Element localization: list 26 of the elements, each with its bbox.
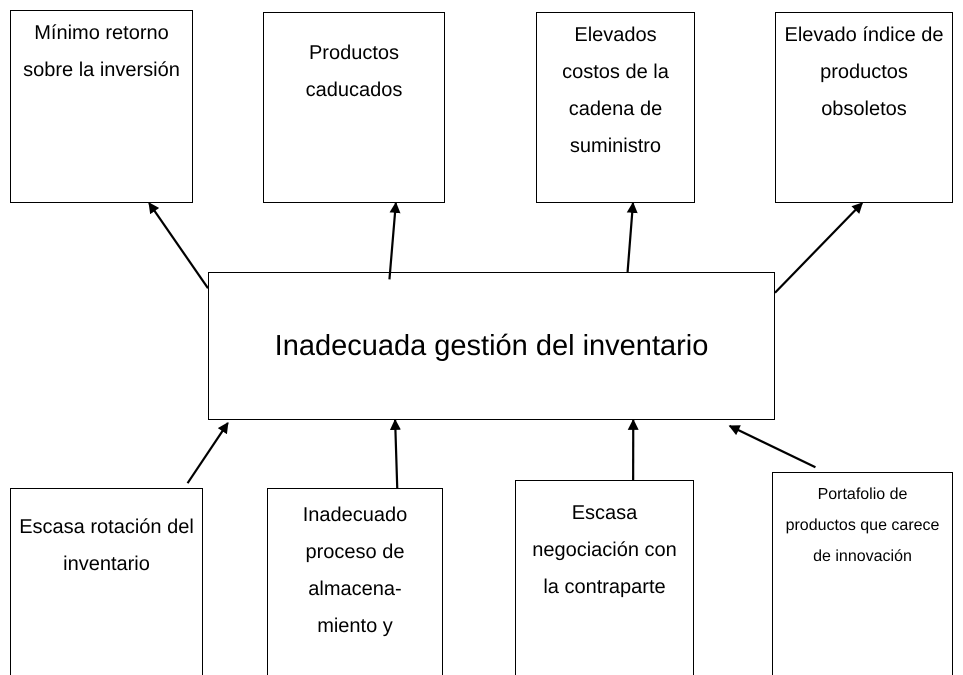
box-text: Escasa negociación con la contraparte	[531, 501, 678, 600]
arrow	[390, 418, 401, 488]
text-box	[515, 480, 694, 675]
arrow	[728, 424, 816, 468]
text-box	[208, 272, 775, 420]
text-box	[267, 488, 443, 675]
arrow	[388, 202, 400, 280]
text-box	[10, 10, 193, 203]
box-text: Portafolio de productos que carece de innovación	[784, 485, 940, 567]
arrow	[626, 202, 638, 272]
text-box	[10, 488, 203, 675]
box-text: Productos caducados	[304, 41, 404, 103]
box-text: Inadecuada gestión del inventario	[274, 329, 708, 364]
arrow	[186, 422, 229, 484]
box-text: Inadecuado proceso de almacena- miento y	[302, 503, 408, 639]
box-text: Mínimo retorno sobre la inversión	[22, 21, 181, 83]
text-box	[536, 12, 695, 203]
box-text: Elevado índice de productos obsoletos	[784, 23, 944, 122]
arrow	[628, 418, 639, 480]
text-box	[263, 12, 445, 203]
box-text: Escasa rotación del inventario	[19, 515, 194, 577]
arrow	[774, 202, 863, 294]
arrow	[148, 202, 209, 289]
text-box	[772, 472, 953, 675]
box-text: Elevados costos de la cadena de suministro	[561, 23, 670, 159]
text-box	[775, 12, 953, 203]
